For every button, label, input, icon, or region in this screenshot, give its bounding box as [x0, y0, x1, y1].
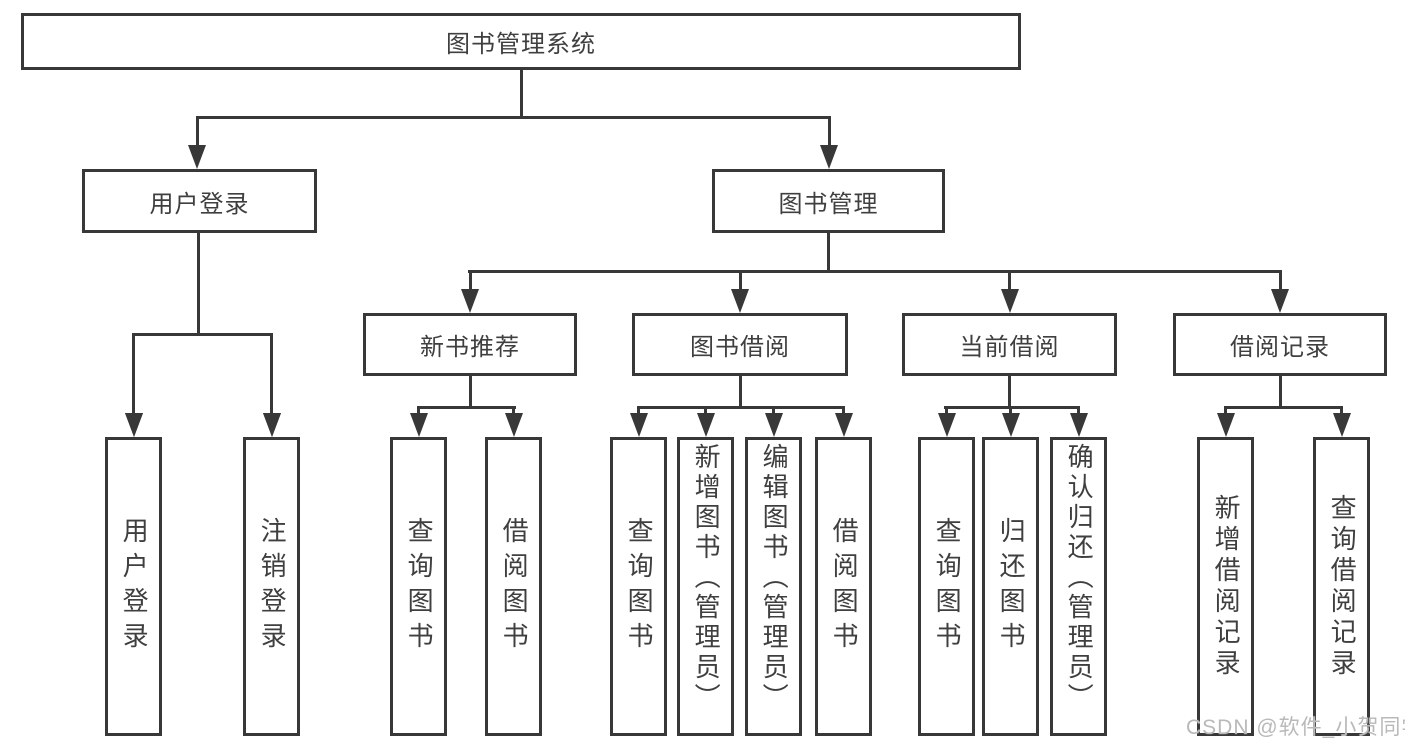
node-root: 图书管理系统: [21, 13, 1021, 70]
arrowhead-down: [938, 413, 956, 437]
node-borrow-records-label: 借阅记录: [1230, 334, 1330, 361]
leaf-logout: 注销登录: [243, 437, 300, 736]
node-current-borrow-label: 当前借阅: [959, 334, 1060, 361]
connector-line: [468, 270, 1282, 273]
arrowhead-down: [1333, 413, 1351, 437]
arrowhead-down: [125, 413, 143, 437]
connector-line: [197, 231, 200, 334]
connector-line: [1077, 406, 1080, 416]
connector-line: [704, 406, 707, 416]
arrowhead-down: [1001, 289, 1019, 313]
node-book-management-label: 图书管理: [778, 190, 879, 218]
leaf-user-login: 用户登录: [105, 437, 162, 736]
node-user-login-label: 用户登录: [149, 190, 250, 218]
leaf-query-books-recommend: 查询图书: [390, 437, 447, 736]
leaf-logout-label: 注销登录: [257, 516, 288, 657]
leaf-query-borrow-record-label: 查询借阅记录: [1327, 493, 1358, 680]
connector-line: [1279, 375, 1282, 408]
leaf-query-borrow-record: 查询借阅记录: [1313, 437, 1370, 736]
node-new-book-recommend-label: 新书推荐: [420, 334, 520, 361]
connector-line: [828, 116, 831, 148]
leaf-add-book-admin-label: 新增图书（管理员）: [691, 443, 722, 713]
leaf-query-books-borrow-label: 查询图书: [624, 516, 655, 657]
leaf-query-books-recommend-label: 查询图书: [404, 516, 435, 657]
connector-line: [1340, 406, 1343, 416]
node-book-management: 图书管理: [712, 169, 945, 233]
leaf-query-books-borrow: 查询图书: [610, 437, 667, 736]
connector-line: [944, 406, 1080, 409]
connector-line: [739, 271, 742, 291]
connector-line: [469, 271, 472, 291]
leaf-query-books-current: 查询图书: [918, 437, 975, 736]
connector-line: [196, 116, 831, 119]
connector-line: [1279, 271, 1282, 291]
node-current-borrow: 当前借阅: [902, 313, 1117, 376]
connector-line: [637, 406, 640, 416]
leaf-return-book-label: 归还图书: [996, 516, 1027, 657]
arrowhead-down: [835, 413, 853, 437]
connector-line: [270, 333, 273, 415]
connector-line: [1008, 271, 1011, 291]
leaf-confirm-return-admin: 确认归还（管理员）: [1050, 437, 1107, 736]
arrowhead-down: [1271, 289, 1289, 313]
leaf-borrow-books-recommend: 借阅图书: [485, 437, 542, 736]
connector-line: [1008, 375, 1011, 408]
leaf-edit-book-admin: 编辑图书（管理员）: [745, 437, 802, 736]
leaf-edit-book-admin-label: 编辑图书（管理员）: [759, 443, 790, 713]
connector-line: [520, 68, 523, 118]
leaf-add-borrow-record: 新增借阅记录: [1197, 437, 1254, 736]
connector-line: [637, 406, 845, 409]
leaf-return-book: 归还图书: [982, 437, 1039, 736]
node-book-borrow: 图书借阅: [632, 313, 848, 376]
arrowhead-down: [630, 413, 648, 437]
connector-line: [945, 406, 948, 416]
arrowhead-down: [1002, 413, 1020, 437]
leaf-confirm-return-admin-label: 确认归还（管理员）: [1064, 443, 1095, 713]
connector-line: [827, 233, 830, 272]
connector-line: [1224, 406, 1343, 409]
leaf-add-book-admin: 新增图书（管理员）: [677, 437, 734, 736]
connector-line: [842, 406, 845, 416]
connector-line: [1224, 406, 1227, 416]
connector-line: [132, 333, 273, 336]
node-borrow-records: 借阅记录: [1173, 313, 1387, 376]
connector-line: [417, 406, 420, 416]
connector-line: [417, 406, 516, 409]
connector-line: [270, 406, 273, 416]
arrowhead-down: [1217, 413, 1235, 437]
connector-line: [739, 375, 742, 408]
leaf-borrow-books: 借阅图书: [815, 437, 872, 736]
connector-line: [1009, 406, 1012, 416]
connector-line: [512, 406, 515, 416]
connector-line: [132, 406, 135, 416]
node-root-label: 图书管理系统: [446, 31, 596, 58]
leaf-borrow-books-label: 借阅图书: [829, 516, 860, 657]
connector-line: [772, 406, 775, 416]
connector-line: [469, 375, 472, 408]
csdn-watermark: CSDN @软件_小贺同学: [1186, 716, 1405, 739]
connector-line: [196, 116, 199, 148]
node-user-login: 用户登录: [82, 169, 317, 233]
arrowhead-down: [461, 289, 479, 313]
arrowhead-down: [188, 145, 206, 169]
arrowhead-down: [1070, 413, 1088, 437]
node-new-book-recommend: 新书推荐: [363, 313, 577, 376]
arrowhead-down: [731, 289, 749, 313]
arrowhead-down: [410, 413, 428, 437]
arrowhead-down: [263, 413, 281, 437]
leaf-user-login-label: 用户登录: [119, 516, 150, 657]
arrowhead-down: [765, 413, 783, 437]
leaf-add-borrow-record-label: 新增借阅记录: [1211, 493, 1242, 680]
connector-line: [132, 333, 135, 415]
arrowhead-down: [820, 145, 838, 169]
leaf-query-books-current-label: 查询图书: [932, 516, 963, 657]
arrowhead-down: [505, 413, 523, 437]
leaf-borrow-books-recommend-label: 借阅图书: [499, 516, 530, 657]
arrowhead-down: [697, 413, 715, 437]
node-book-borrow-label: 图书借阅: [690, 334, 790, 361]
